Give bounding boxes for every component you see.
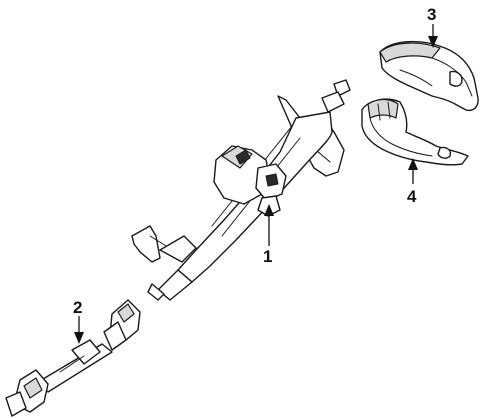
callout-4: 4 [407, 158, 418, 206]
lower-column-cover [361, 98, 469, 166]
upper-column-cover [379, 40, 479, 112]
steering-column-assembly [131, 79, 351, 301]
callout-3-label: 3 [427, 5, 436, 24]
callout-4-label: 4 [407, 187, 417, 206]
callout-1: 1 [263, 204, 274, 266]
callout-1-label: 1 [263, 247, 272, 266]
intermediate-shaft [5, 299, 141, 417]
callout-3: 3 [427, 5, 438, 48]
callout-2: 2 [73, 298, 84, 344]
callout-2-label: 2 [73, 298, 82, 317]
